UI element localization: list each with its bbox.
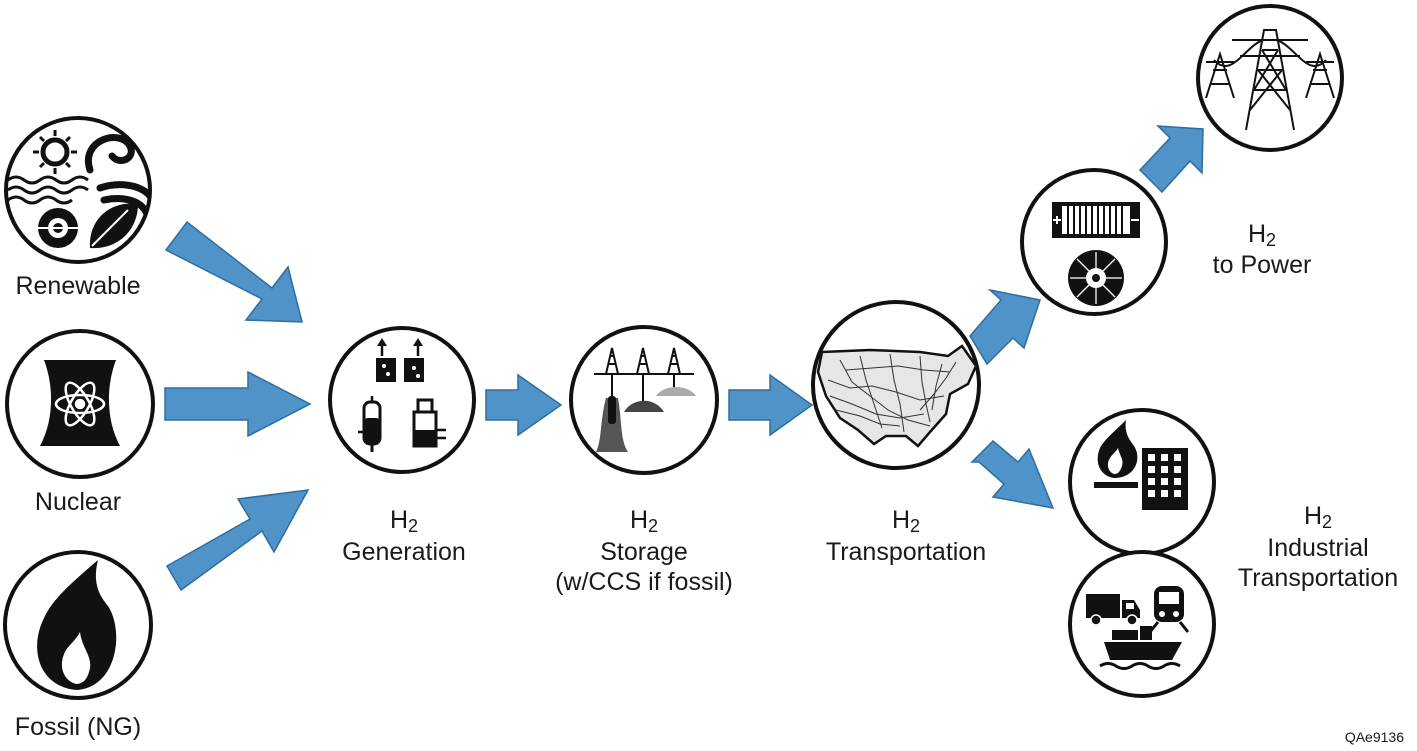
h2-subscript: 2	[408, 516, 418, 536]
power-node: H2 to Power	[1020, 168, 1312, 316]
transportation-node: H2 Transportation	[811, 300, 986, 566]
arrow-transportation-to-power	[969, 288, 1041, 366]
flame-icon	[37, 560, 117, 690]
salt-cavern-icon	[596, 387, 696, 452]
building-icon	[1142, 448, 1188, 510]
ship-icon	[1099, 626, 1182, 670]
nuclear-node: Nuclear	[5, 329, 155, 516]
h2-subscript: 2	[1322, 512, 1332, 532]
transportation-end-label: Transportation	[1238, 564, 1398, 592]
industrial-label: Industrial	[1267, 534, 1368, 562]
h2-subscript: 2	[648, 516, 658, 536]
turbine-icon	[1068, 250, 1124, 306]
arrow-renewable-to-generation	[164, 220, 303, 323]
generation-h2-label: H2	[390, 506, 418, 536]
sun-icon	[33, 130, 77, 174]
flame-icon	[1094, 420, 1138, 488]
geothermal-globe-icon	[38, 208, 78, 248]
nuclear-label: Nuclear	[35, 488, 121, 516]
power-h2-label: H2	[1248, 220, 1276, 250]
arrow-nuclear-to-generation	[164, 370, 312, 438]
h2-subscript: 2	[910, 516, 920, 536]
arrow-power-to-grid	[1138, 125, 1204, 194]
industrial-h2-label: H2	[1304, 502, 1332, 532]
arrow-storage-to-transportation	[728, 373, 814, 437]
fuel-cell-icon	[1052, 202, 1140, 238]
storage-note: (w/CCS if fossil)	[555, 568, 733, 596]
atom-icon	[54, 381, 106, 427]
h2-letter: H	[630, 506, 648, 534]
arrow-generation-to-storage	[485, 373, 563, 437]
transportation-label: Transportation	[826, 538, 986, 566]
gasifier-icon	[412, 398, 446, 448]
renewable-node: Renewable	[4, 116, 152, 300]
power-grid-node	[1196, 4, 1344, 152]
h2-letter: H	[892, 506, 910, 534]
power-label: to Power	[1213, 251, 1312, 279]
us-pipeline-map-icon	[816, 344, 978, 448]
transport-node: H2 Industrial Transportation	[1068, 502, 1398, 698]
arrow-fossil-to-generation	[165, 489, 310, 592]
h2-letter: H	[390, 506, 408, 534]
water-waves-icon	[7, 175, 89, 205]
storage-node: H2 Storage (w/CCS if fossil)	[555, 325, 733, 596]
figure-code: QAe9136	[1345, 729, 1404, 745]
renewable-label: Renewable	[15, 272, 140, 300]
wind-icon	[84, 134, 149, 216]
h2-subscript: 2	[1266, 230, 1276, 250]
truck-icon	[1086, 594, 1140, 626]
electrolyzer-icon	[376, 338, 424, 382]
industrial-node	[1068, 408, 1216, 556]
flow-arrows	[164, 125, 1204, 592]
fossil-node: Fossil (NG)	[3, 550, 153, 741]
transmission-tower-icon	[1205, 29, 1335, 131]
h2-letter: H	[1304, 502, 1322, 530]
reformer-icon	[358, 396, 382, 452]
transportation-h2-label: H2	[892, 506, 920, 536]
generation-label: Generation	[342, 538, 466, 566]
storage-h2-label: H2	[630, 506, 658, 536]
arrow-transportation-to-industrial	[970, 439, 1055, 509]
storage-label: Storage	[600, 538, 688, 566]
h2-letter: H	[1248, 220, 1266, 248]
generation-node: H2 Generation	[328, 326, 476, 566]
fossil-label: Fossil (NG)	[15, 713, 141, 741]
leaf-icon	[89, 203, 138, 249]
